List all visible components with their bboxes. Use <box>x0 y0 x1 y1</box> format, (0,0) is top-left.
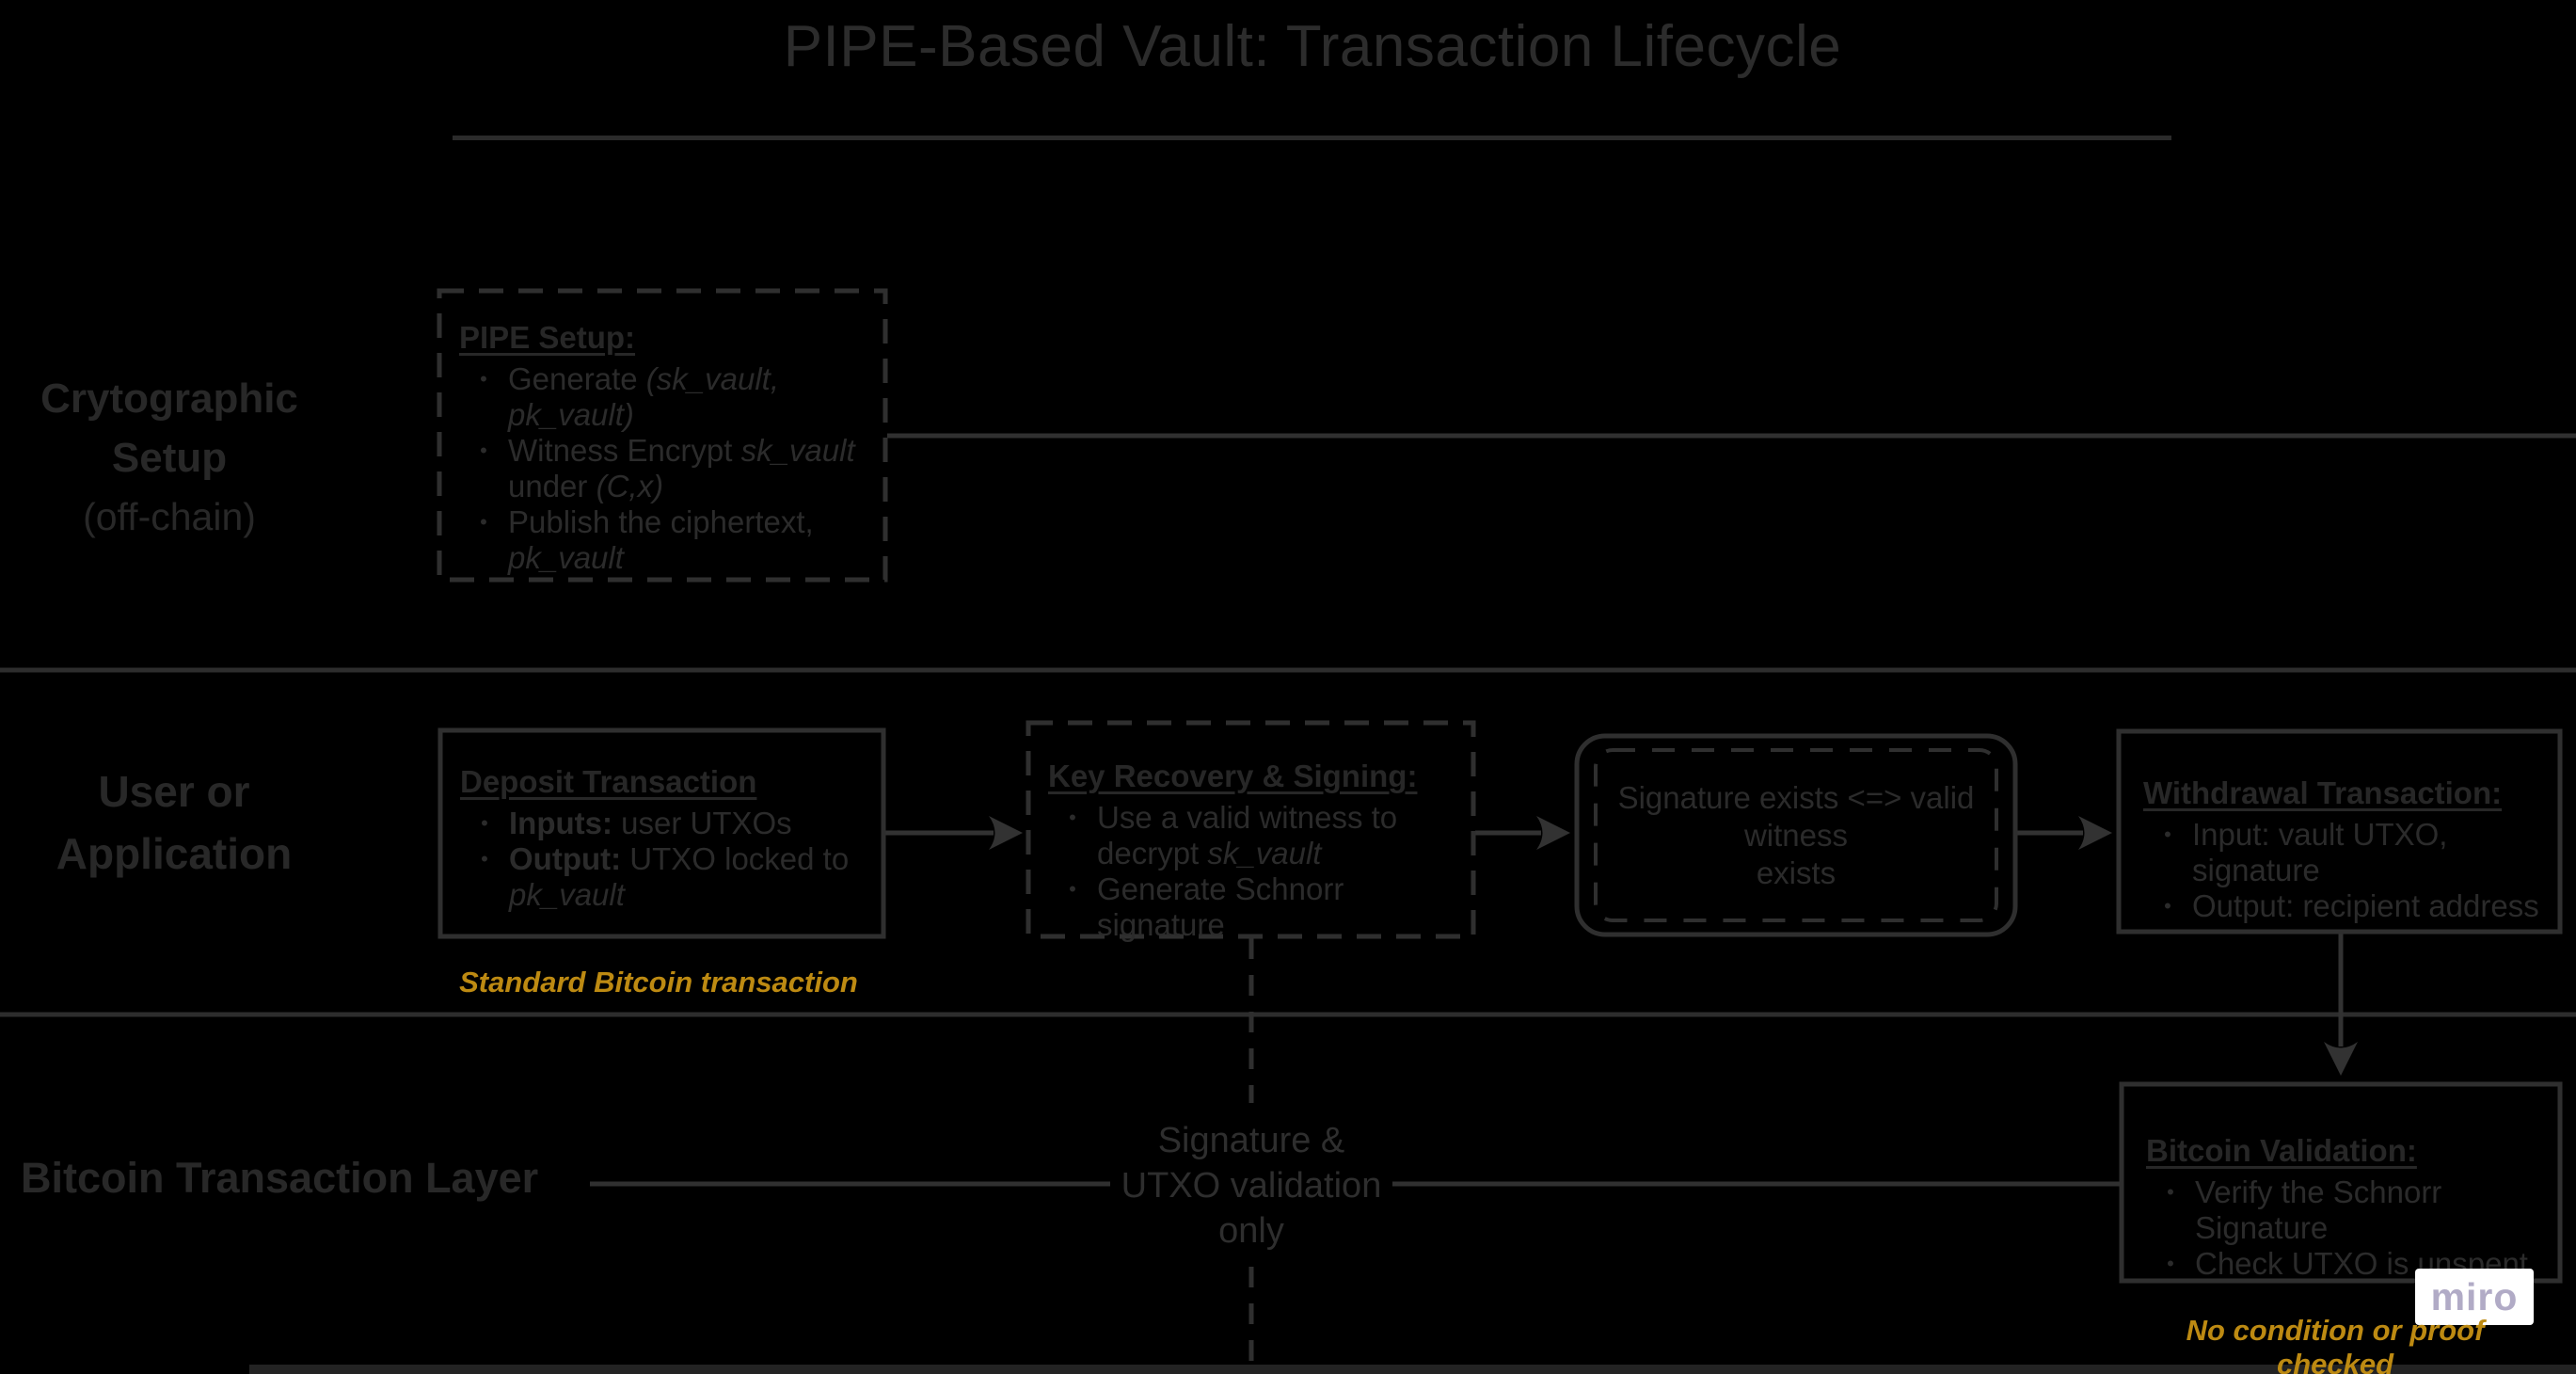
bullet-icon: • <box>481 847 488 871</box>
deposit-bullet-2-cont: pk_vault <box>509 877 625 912</box>
lane-crypto-line1: Crytographic <box>40 375 298 422</box>
signature-equivalence-box[interactable]: Signature exists <=> valid witness exist… <box>1577 736 2015 935</box>
sig-utxo-line1: Signature & <box>1157 1121 1345 1160</box>
pipe-setup-box[interactable]: PIPE Setup: • Generate (sk_vault, pk_vau… <box>459 320 878 576</box>
pipe-setup-bullet-3: • Publish the ciphertext, <box>459 504 878 540</box>
annotation-signature-utxo-validation[interactable]: Signature & UTXO validation only <box>1110 1118 1392 1254</box>
key-recovery-box-outline[interactable] <box>1026 720 1476 939</box>
bullet-icon: • <box>2167 1252 2174 1275</box>
annotation-no-condition-checked[interactable]: No condition or proof checked <box>2186 1314 2485 1374</box>
withdrawal-bullet-2: • Output: recipient address <box>2143 888 2552 924</box>
lane-label-cryptographic-setup[interactable]: Crytographic Setup (off-chain) <box>14 369 325 547</box>
lane-label-user-or-application[interactable]: User or Application <box>24 760 325 885</box>
deposit-box[interactable]: Deposit Transaction • Inputs: user UTXOs… <box>460 764 869 913</box>
pipe-setup-bullet-2: • Witness Encrypt sk_vault <box>459 433 878 469</box>
bullet-icon: • <box>2167 1180 2174 1204</box>
lane-user-line2: Application <box>56 829 293 878</box>
arrowhead-right-1 <box>989 816 1023 850</box>
withdrawal-title: Withdrawal Transaction: <box>2143 775 2503 810</box>
signature-line1: Signature exists <=> valid witness <box>1617 779 1975 853</box>
annotation-standard-bitcoin-transaction[interactable]: Standard Bitcoin transaction <box>459 966 858 999</box>
bullet-icon: • <box>1069 806 1076 829</box>
key-recovery-bullet-2: • Generate Schnorr signature <box>1048 871 1467 943</box>
bitcoin-validation-title: Bitcoin Validation: <box>2146 1133 2417 1168</box>
deposit-bullet-2: • Output: UTXO locked to <box>460 841 869 877</box>
bullet-icon: • <box>1069 877 1076 901</box>
key-recovery-bullet-1-cont: decrypt sk_vault <box>1097 836 1322 871</box>
deposit-bullet-1: • Inputs: user UTXOs <box>460 806 869 841</box>
pipe-setup-bullet-3-cont: pk_vault <box>508 540 624 575</box>
deposit-box-outline[interactable] <box>437 727 886 939</box>
pipe-setup-bullet-1: • Generate (sk_vault, pk_vault) <box>459 361 878 433</box>
bitcoin-validation-box-outline[interactable] <box>2119 1081 2563 1284</box>
key-recovery-bullet-1: • Use a valid witness to <box>1048 800 1467 836</box>
pipe-setup-title: PIPE Setup: <box>459 320 636 355</box>
withdrawal-box[interactable]: Withdrawal Transaction: • Input: vault U… <box>2143 775 2552 924</box>
bullet-icon: • <box>480 439 487 462</box>
bitcoin-validation-bullet-1: • Verify the Schnorr Signature <box>2146 1174 2551 1246</box>
lane-label-bitcoin-transaction-layer[interactable]: Bitcoin Transaction Layer <box>21 1154 539 1202</box>
sig-utxo-line2: UTXO validation <box>1121 1166 1382 1206</box>
arrowhead-right-3 <box>2078 816 2112 850</box>
key-recovery-title: Key Recovery & Signing: <box>1048 759 1418 793</box>
lane-user-line1: User or <box>98 767 250 816</box>
lane-crypto-line2: Setup <box>111 435 228 481</box>
withdrawal-bullet-1: • Input: vault UTXO, signature <box>2143 817 2552 888</box>
signature-box-outline-outer[interactable] <box>1574 733 2018 937</box>
page-title[interactable]: PIPE-Based Vault: Transaction Lifecycle <box>783 14 1842 79</box>
withdrawal-box-outline[interactable] <box>2116 728 2563 935</box>
miro-logo[interactable]: miro <box>2415 1269 2534 1325</box>
bullet-icon: • <box>480 367 487 391</box>
arrowhead-right-2 <box>1536 816 1570 850</box>
signature-line2: exists <box>1756 855 1837 890</box>
title-underline <box>453 136 2171 140</box>
key-recovery-box[interactable]: Key Recovery & Signing: • Use a valid wi… <box>1048 759 1467 943</box>
deposit-title: Deposit Transaction <box>460 764 757 799</box>
bullet-icon: • <box>480 510 487 534</box>
miro-logo-text: miro <box>2430 1274 2519 1318</box>
bullet-icon: • <box>2164 894 2171 918</box>
sig-utxo-line3: only <box>1218 1211 1284 1251</box>
bitcoin-validation-box[interactable]: Bitcoin Validation: • Verify the Schnorr… <box>2146 1133 2551 1282</box>
bullet-icon: • <box>2164 823 2171 846</box>
bullet-icon: • <box>481 811 488 835</box>
pipe-setup-box-outline[interactable] <box>437 288 888 583</box>
arrowhead-down-1 <box>2324 1042 2358 1076</box>
lane-crypto-line3: (off-chain) <box>83 495 256 538</box>
pipe-setup-bullet-2-cont: under (C,x) <box>508 469 664 503</box>
